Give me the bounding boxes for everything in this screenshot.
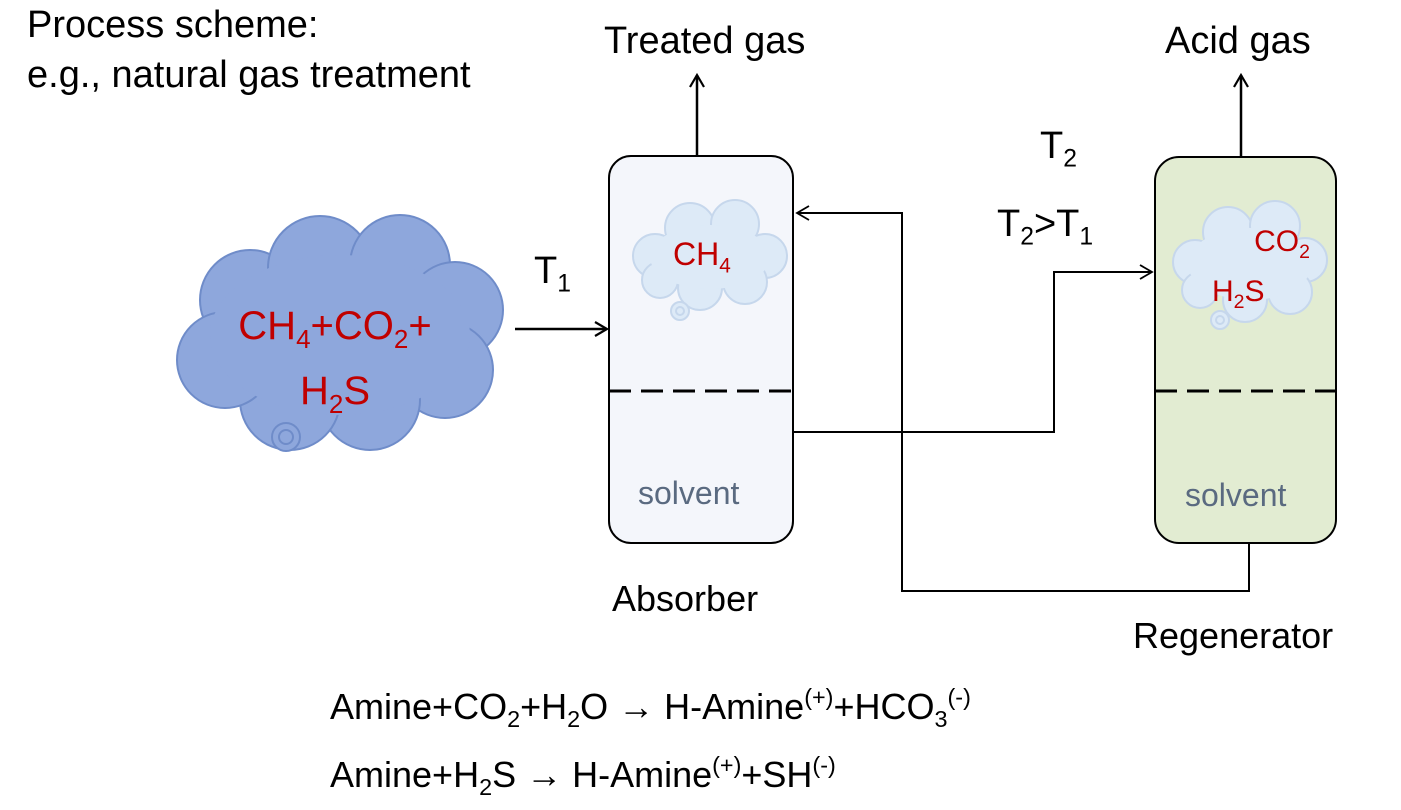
lean-solvent-return-line: [795, 205, 1250, 592]
temperature-condition-label: T2>T1: [997, 203, 1094, 251]
absorber-solvent-label: solvent: [638, 475, 740, 511]
reaction-h2s: Amine+H2S → H-Amine(+)+SH(-): [330, 752, 836, 801]
regenerator-cloud-co2: CO2: [1254, 225, 1310, 263]
regenerator-cloud-label: CO2 H2S: [1200, 222, 1310, 322]
reaction-co2: Amine+CO2+H2O → H-Amine(+)+HCO3(-): [330, 684, 971, 733]
feed-gas-cloud: [176, 214, 504, 452]
t2-temperature-label: T2: [1040, 125, 1077, 173]
feed-gas-label-row2: H2S: [299, 369, 371, 420]
reaction-equations: Amine+CO2+H2O → H-Amine(+)+HCO3(-) Amine…: [330, 674, 971, 810]
t1-temperature-label: T1: [534, 250, 571, 298]
feed-gas-label-row1: CH4+CO2+: [238, 304, 432, 355]
acid-gas-label: Acid gas: [1165, 20, 1311, 62]
regenerator-gas-cloud: [1172, 200, 1328, 330]
absorber-cloud-label: CH4: [673, 236, 731, 278]
absorber-gas-cloud: [632, 199, 788, 321]
regenerator-name-label: Regenerator: [1133, 615, 1334, 656]
process-diagram: [176, 72, 1340, 592]
scheme-title-line2: e.g., natural gas treatment: [27, 54, 471, 96]
feed-gas-label: CH4+CO2+ H2S: [180, 300, 490, 430]
regenerator-cloud-h2s: H2S: [1212, 274, 1265, 313]
scheme-title: Process scheme: e.g., natural gas treatm…: [27, 0, 471, 100]
rich-solvent-line: [793, 264, 1154, 433]
absorber-name-label: Absorber: [612, 578, 759, 619]
treated-gas-label: Treated gas: [604, 20, 806, 62]
regenerator-solvent-label: solvent: [1185, 477, 1287, 513]
scheme-title-line1: Process scheme:: [27, 4, 319, 46]
